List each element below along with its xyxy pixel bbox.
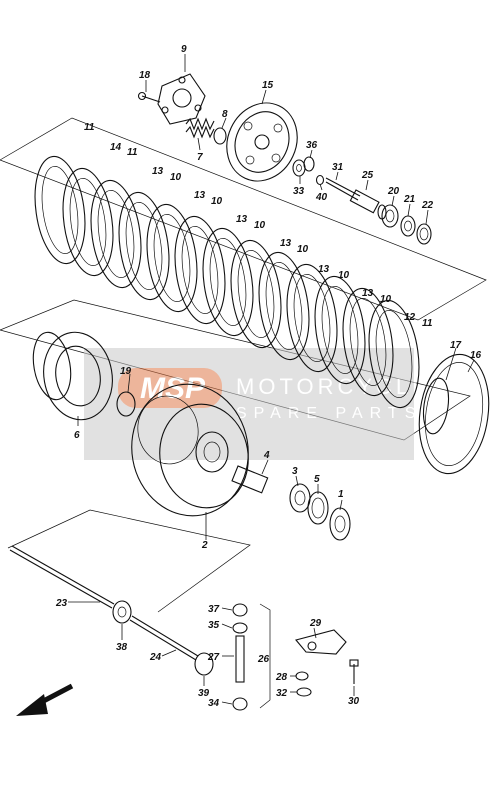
label-10-f: 10 <box>380 294 392 305</box>
label-9: 9 <box>181 44 187 55</box>
label-5: 5 <box>314 474 320 485</box>
watermark-logo-bg <box>118 368 222 408</box>
bolt-18 <box>137 91 161 103</box>
label-13-d: 13 <box>280 238 292 249</box>
shaft-group-boundary <box>7 509 251 613</box>
label-10-e: 10 <box>338 270 350 281</box>
washer-37 <box>232 603 248 617</box>
washer-33 <box>292 159 306 177</box>
spring-ring-16 <box>418 353 490 475</box>
label-3: 3 <box>292 466 298 477</box>
oil-seal-38 <box>112 600 132 624</box>
watermark-brand: MOTORCYCLE <box>236 374 431 399</box>
label-38: 38 <box>116 642 128 653</box>
label-2: 2 <box>201 540 208 551</box>
plate-stack-boundary <box>0 117 487 321</box>
label-29: 29 <box>309 618 322 629</box>
bearing-3 <box>289 483 311 513</box>
label-12: 12 <box>404 312 416 323</box>
camshaft-group-26 <box>259 603 271 709</box>
label-14: 14 <box>110 142 122 153</box>
label-8: 8 <box>222 109 228 120</box>
label-31: 31 <box>332 162 344 173</box>
label-4: 4 <box>263 450 270 461</box>
arrow-down-left-icon <box>16 683 74 716</box>
primary-driven-gear-2 <box>131 383 249 517</box>
label-24: 24 <box>149 652 162 663</box>
spacer-4 <box>231 465 269 494</box>
label-20: 20 <box>387 186 400 197</box>
clutch-sleeve-hub-6 <box>32 331 113 421</box>
label-10-c: 10 <box>254 220 266 231</box>
label-13-c: 13 <box>236 214 248 225</box>
label-22: 22 <box>421 200 434 211</box>
label-28: 28 <box>275 672 288 683</box>
label-25: 25 <box>361 170 374 181</box>
label-39: 39 <box>198 688 210 699</box>
label-6: 6 <box>74 430 80 441</box>
label-18: 18 <box>139 70 151 81</box>
release-bracket <box>157 73 206 125</box>
label-13-b: 13 <box>194 190 206 201</box>
bearing-20 <box>381 204 399 228</box>
label-10-a: 10 <box>170 172 182 183</box>
label-37: 37 <box>208 604 220 615</box>
lever-29 <box>295 629 347 655</box>
label-7: 7 <box>197 152 203 163</box>
seal-35 <box>232 622 248 634</box>
label-34: 34 <box>208 698 220 709</box>
release-shaft-27 <box>235 635 245 683</box>
nut-28 <box>295 671 309 681</box>
watermark-sub: SPARE PARTS <box>236 405 422 422</box>
pressure-plate-15 <box>226 102 298 182</box>
label-10-d: 10 <box>297 244 309 255</box>
bushing-34 <box>232 697 248 711</box>
part-labels: 9 18 15 8 7 36 33 40 31 25 20 21 22 11 1… <box>55 44 482 709</box>
washer-19 <box>116 391 136 417</box>
label-13-a: 13 <box>152 166 164 177</box>
bolt-30 <box>349 659 359 684</box>
label-11-mid: 11 <box>127 147 138 158</box>
label-13-f: 13 <box>362 288 374 299</box>
label-21: 21 <box>403 194 416 205</box>
label-15: 15 <box>262 80 274 91</box>
label-16: 16 <box>470 350 482 361</box>
label-13-e: 13 <box>318 264 330 275</box>
label-11-top: 11 <box>84 122 95 133</box>
bearing-5 <box>307 491 329 525</box>
nut-40 <box>315 174 325 186</box>
label-23: 23 <box>55 598 68 609</box>
rod-23 <box>9 545 115 609</box>
label-35: 35 <box>208 620 220 631</box>
oil-seal-39 <box>194 652 214 676</box>
label-26: 26 <box>257 654 270 665</box>
washer-1 <box>329 507 351 541</box>
seat-17 <box>422 377 450 435</box>
label-1: 1 <box>338 489 344 500</box>
label-11-right: 11 <box>422 318 433 329</box>
label-40: 40 <box>315 192 328 203</box>
label-33: 33 <box>293 186 305 197</box>
push-rod-31 <box>325 177 361 201</box>
label-32: 32 <box>276 688 288 699</box>
label-36: 36 <box>306 140 318 151</box>
label-30: 30 <box>348 696 360 707</box>
label-17: 17 <box>450 340 462 351</box>
washer-32 <box>296 687 312 697</box>
washer-22 <box>416 223 432 245</box>
washer-21 <box>400 215 416 237</box>
shaft-24 <box>129 615 199 661</box>
label-10-b: 10 <box>211 196 223 207</box>
spring-7 <box>185 117 215 139</box>
watermark: MSP MOTORCYCLE SPARE PARTS <box>84 348 431 460</box>
clutch-plate-stack <box>34 155 420 409</box>
ring-8 <box>213 127 227 145</box>
label-19: 19 <box>120 366 132 377</box>
label-27: 27 <box>207 652 220 663</box>
leader-lines <box>68 54 475 705</box>
